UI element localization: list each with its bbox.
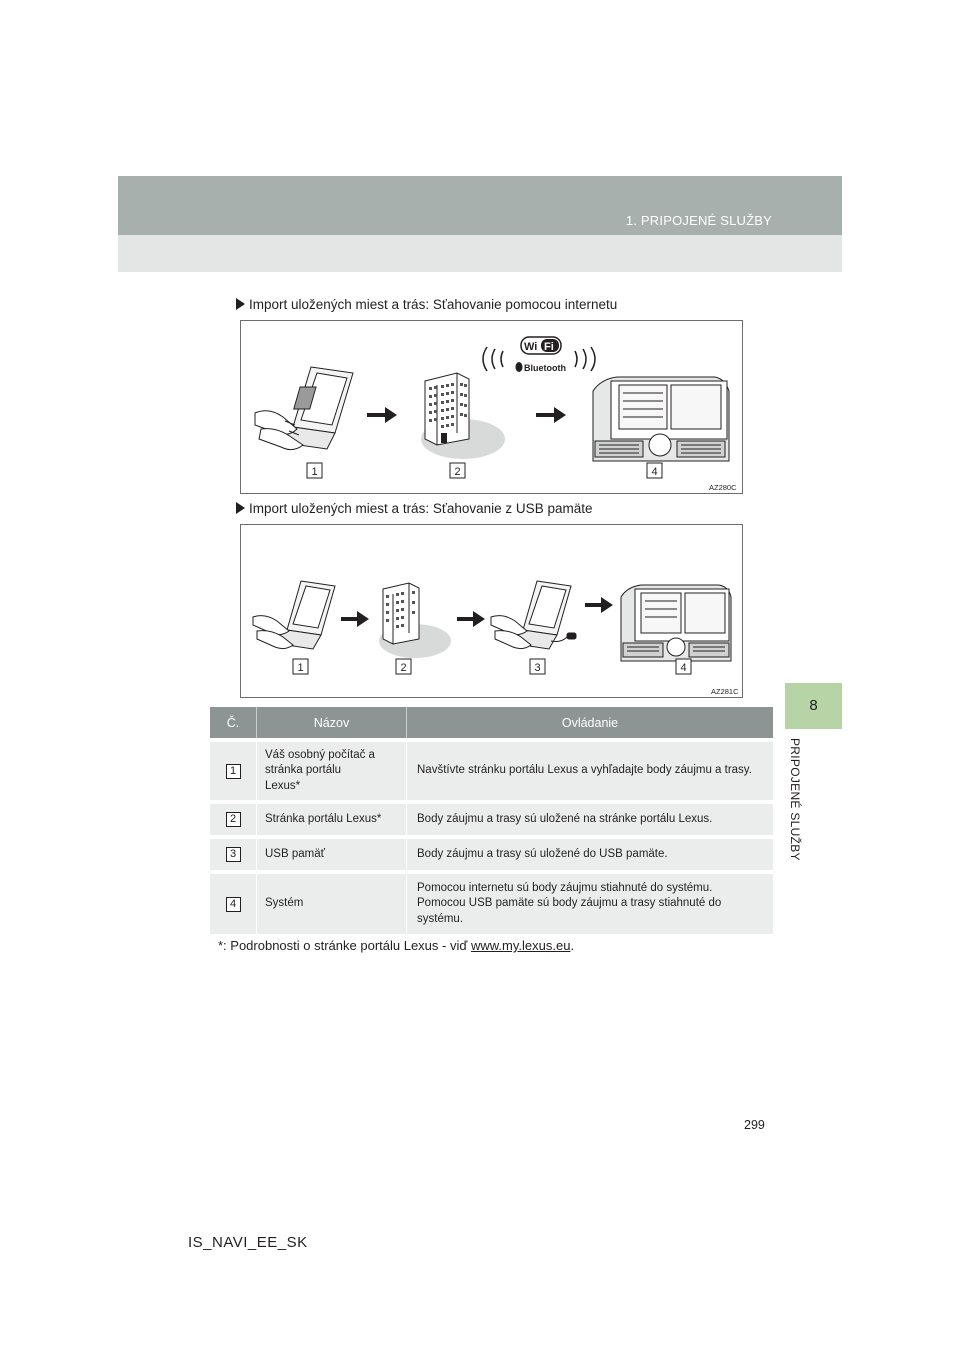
row-action: Body záujmu a trasy sú uložené na stránk… <box>417 812 713 825</box>
row-action: Navštívte stránku portálu Lexus a vyhľad… <box>417 764 752 777</box>
row-name: Váš osobný počítač a stránka portálu Lex… <box>265 748 375 792</box>
chapter-title: 1. PRIPOJENÉ SLUŽBY <box>625 213 772 228</box>
svg-text:3: 3 <box>534 662 540 674</box>
wifi-logo: Wi Fi <box>520 336 562 355</box>
chapter-side-label: PRIPOJENÉ SLUŽBY <box>788 738 808 878</box>
step-label-1: 1 <box>292 658 309 675</box>
row-name: Systém <box>265 897 304 910</box>
svg-text:1: 1 <box>297 662 303 674</box>
svg-text:2: 2 <box>400 662 406 674</box>
chapter-tab[interactable]: 8 <box>785 683 842 729</box>
row-action: Pomocou internetu sú body záujmu stiahnu… <box>417 881 722 925</box>
section-heading-internet: Import uložených miest a trás: Sťahovani… <box>236 297 617 312</box>
wifi-text-right: Fi <box>544 341 554 353</box>
step-label-1: 1 <box>306 462 323 479</box>
table-row: 3 USB pamäť Body záujmu a trasy sú ulože… <box>210 839 773 870</box>
row-number-box: 1 <box>225 763 241 779</box>
arrow-right-icon <box>457 611 485 627</box>
svg-text:1: 1 <box>311 466 317 478</box>
figure-code: AZ281C <box>711 687 739 696</box>
table-row: 2 Stránka portálu Lexus* Body záujmu a t… <box>210 804 773 835</box>
figure-usb-download: 1 2 3 4 AZ281C <box>240 524 743 698</box>
row-number-box: 2 <box>225 812 241 827</box>
bullet-triangle-icon <box>236 298 245 310</box>
header-cell-operation: Ovládanie <box>406 707 773 738</box>
svg-text:2: 2 <box>454 466 460 478</box>
laptop-icon <box>252 580 336 650</box>
section-heading-text: Import uložených miest a trás: Sťahovani… <box>249 297 618 312</box>
row-name: USB pamäť <box>265 847 325 860</box>
header-cell-number: Č. <box>226 715 240 730</box>
car-display-icon <box>592 376 730 462</box>
row-number-box: 3 <box>225 847 241 862</box>
laptop-usb-icon <box>490 580 577 650</box>
bluetooth-text: Bluetooth <box>524 363 566 373</box>
car-display-icon <box>620 584 732 662</box>
bluetooth-logo: Bluetooth <box>515 362 566 373</box>
arrow-right-icon <box>341 611 369 627</box>
step-label-2: 2 <box>395 658 412 675</box>
svg-text:4: 4 <box>651 466 657 478</box>
header-band-light <box>118 235 842 272</box>
arrow-right-icon <box>585 597 613 613</box>
step-label-4: 4 <box>646 462 663 479</box>
wireless-waves-icon <box>482 346 596 372</box>
row-number-box: 4 <box>225 896 241 912</box>
server-building-icon <box>421 372 505 459</box>
laptop-icon <box>254 366 354 451</box>
server-building-icon <box>379 582 451 658</box>
lexus-portal-link[interactable]: www.my.lexus.eu <box>470 938 571 953</box>
arrow-right-icon <box>367 407 397 423</box>
footnote-end: . <box>570 938 575 953</box>
footnote: *: Podrobnosti o stránke portálu Lexus -… <box>218 938 574 953</box>
services-table: Č. Názov Ovládanie 1 Váš osobný počítač … <box>210 707 773 934</box>
table-row: 4 Systém Pomocou internetu sú body záujm… <box>210 874 773 934</box>
svg-text:4: 4 <box>680 662 686 674</box>
header-band: 1. PRIPOJENÉ SLUŽBY <box>118 176 842 235</box>
row-name: Stránka portálu Lexus* <box>265 812 382 825</box>
step-label-3: 3 <box>529 658 546 675</box>
chapter-side-label-text: PRIPOJENÉ SLUŽBY <box>788 738 802 861</box>
footnote-text: *: Podrobnosti o stránke portálu Lexus -… <box>218 938 471 953</box>
step-label-2: 2 <box>449 462 466 479</box>
section-heading-usb: Import uložených miest a trás: Sťahovani… <box>236 501 592 516</box>
section-heading-text: Import uložených miest a trás: Sťahovani… <box>249 501 593 516</box>
page-number: 299 <box>744 1118 765 1132</box>
bullet-triangle-icon <box>236 502 245 514</box>
wifi-text-left: Wi <box>524 341 537 353</box>
chapter-number: 8 <box>809 697 818 714</box>
figure-code: AZ280C <box>709 483 737 492</box>
table-header: Č. Názov Ovládanie <box>210 707 773 738</box>
step-label-4: 4 <box>675 658 692 675</box>
document-code: IS_NAVI_EE_SK <box>188 1234 308 1251</box>
row-action: Body záujmu a trasy sú uložené do USB pa… <box>417 847 668 860</box>
table-row: 1 Váš osobný počítač a stránka portálu L… <box>210 742 773 800</box>
figure-internet-download: Wi Fi Bluetooth <box>240 320 743 494</box>
arrow-right-icon <box>536 407 566 423</box>
header-cell-name: Názov <box>256 707 406 738</box>
